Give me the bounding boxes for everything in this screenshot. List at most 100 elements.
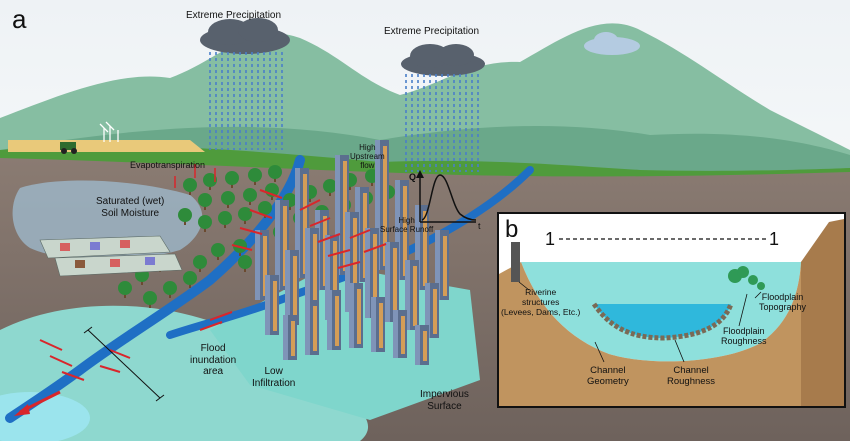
tower-face [305, 228, 310, 318]
panel-a-letter: a [12, 4, 27, 34]
tower-face [275, 200, 280, 290]
runoff-arrow [317, 233, 341, 243]
tower-windows [373, 234, 377, 314]
runoff-arrow [199, 321, 223, 331]
tree-canopy [203, 173, 217, 187]
tower-windows [423, 331, 427, 361]
runoff-arrow [231, 244, 253, 251]
leader-lines [518, 281, 762, 363]
tree-trunk [271, 195, 273, 200]
label-extreme-precipitation-right: Extreme Precipitation [384, 26, 480, 37]
tree-trunk [217, 255, 219, 260]
river-outflow-arrowhead [14, 404, 30, 416]
tree-trunk [254, 180, 256, 185]
tree-trunk [349, 185, 351, 190]
tree-trunk [227, 203, 229, 208]
tower-face [305, 300, 310, 355]
tree-canopy [198, 215, 212, 229]
tower-face [371, 297, 376, 352]
label-evapotranspiration: Evapotranspiration [130, 160, 206, 170]
tower-face [255, 230, 260, 300]
cloud-right [401, 44, 485, 76]
tree-trunk [244, 267, 246, 272]
runoff-arrow [309, 217, 331, 227]
tower-face [405, 260, 410, 330]
tower-windows [443, 236, 447, 296]
label-high-surface-runoff: High Surface Runoff [380, 216, 434, 235]
tree-canopy [163, 281, 177, 295]
label-floodplain-roughness: Floodplain Roughness [721, 326, 767, 347]
tree-canopy [143, 291, 157, 305]
tree-trunk [329, 191, 331, 196]
tree-canopy [178, 208, 192, 222]
tower-windows [273, 281, 277, 331]
tree-canopy [218, 211, 232, 225]
section-marker-right: 1 [769, 229, 780, 249]
cross-section-scene [499, 214, 844, 406]
city-skyline [255, 140, 449, 365]
cross-section-panel: b 1 1 Riverine structures (Levees, Dams,… [497, 212, 846, 408]
hydrograph-q-label: Q [409, 172, 417, 182]
tree-trunk [169, 293, 171, 298]
tower-face [393, 310, 398, 358]
tower-windows [313, 306, 317, 351]
tower-windows [263, 236, 267, 296]
tower-windows [291, 321, 295, 356]
tower-face [385, 242, 390, 322]
tree-trunk [289, 205, 291, 210]
runoff-arrow [349, 229, 371, 239]
runoff-arrow [39, 339, 63, 351]
tree-trunk [204, 205, 206, 210]
label-flood-inundation: Flood inundation area [190, 343, 237, 377]
tree-canopy [221, 191, 235, 205]
tree-trunk [204, 227, 206, 232]
rain-right [405, 74, 479, 172]
tree-canopy [211, 243, 225, 257]
tower-windows [333, 241, 337, 316]
tower-face [327, 290, 332, 350]
runoff-arrow [61, 371, 85, 381]
tower-face [349, 283, 354, 348]
floodplain-trees [728, 266, 765, 290]
runoff-arrow [299, 199, 321, 211]
runoff-arrow [337, 261, 361, 269]
label-channel-roughness: Channel Roughness [667, 365, 716, 387]
tower-face [335, 155, 340, 275]
tree-trunk [189, 190, 191, 195]
panel-b-letter: b [505, 216, 519, 243]
label-impervious-surface: Impervious Surface [420, 389, 469, 412]
tower-face [295, 168, 300, 278]
hydrograph-curve [421, 174, 477, 221]
tower-face [283, 315, 288, 360]
tree-trunk [184, 220, 186, 225]
tree-canopy [183, 271, 197, 285]
cloud-left [200, 18, 290, 54]
tree-trunk [124, 293, 126, 298]
tower-windows [413, 266, 417, 326]
wind-turbines [99, 121, 119, 142]
tower-face [425, 283, 430, 338]
flood-extent-markers [83, 326, 165, 402]
tree-canopy [238, 255, 252, 269]
tree-canopy [268, 165, 282, 179]
tower-face [375, 140, 380, 270]
tree-trunk [239, 251, 241, 256]
channel-bed-rocks [591, 302, 734, 341]
runoff-arrow [209, 311, 233, 321]
tree-canopy [258, 201, 272, 215]
runoff-arrow [239, 227, 263, 235]
tree-trunk [244, 219, 246, 224]
tractor [60, 142, 76, 150]
tree-trunk [371, 181, 373, 186]
tree-canopy [118, 281, 132, 295]
left-bank [499, 234, 844, 406]
tower-windows [383, 146, 387, 266]
tower-windows [335, 296, 339, 346]
tower-windows [283, 206, 287, 286]
tree-canopy [243, 188, 257, 202]
tower-face [345, 212, 350, 312]
runoff-arrow [49, 355, 73, 367]
label-extreme-precipitation-left: Extreme Precipitation [186, 10, 282, 21]
hydrograph-y-arrowhead [416, 170, 424, 178]
runoff-arrows [39, 189, 387, 381]
